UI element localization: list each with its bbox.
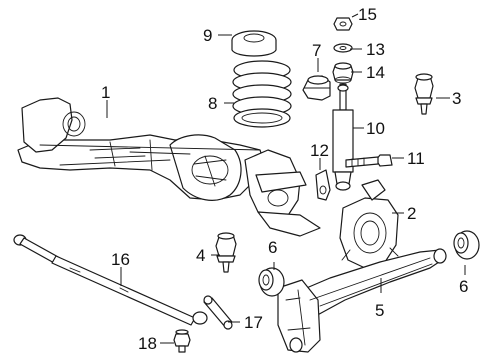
coil-spring [232,60,292,128]
nut [333,17,353,31]
lower-ball-joint [215,232,237,273]
spring-isolator [231,30,277,57]
axle-housing [17,97,321,237]
fastener-bolt [173,329,191,353]
callout-4: 4 [196,246,205,265]
callout-16: 16 [111,250,130,269]
callout-12: 12 [310,141,329,160]
callout-6-right: 6 [459,277,468,296]
callout-14: 14 [366,63,385,82]
shock-absorber [332,83,354,191]
washer [333,43,353,53]
control-arm-bushing-2 [453,230,480,260]
control-arm-bushing [258,267,285,297]
callout-numbers: 1 2 3 4 5 6 6 7 8 9 10 11 12 13 14 15 16… [101,5,468,353]
track-bar [13,234,208,326]
callout-8: 8 [208,94,217,113]
callout-6-left: 6 [268,238,277,257]
callout-17: 17 [244,313,263,332]
upper-ball-joint [414,73,434,115]
jounce-bumper [302,75,331,101]
stabilizer-link [203,295,233,330]
callout-3: 3 [452,89,461,108]
callout-10: 10 [366,119,385,138]
callout-1: 1 [101,83,110,102]
shock-bracket [315,169,331,201]
callout-11: 11 [407,149,425,168]
callout-18: 18 [138,334,157,353]
leader-lines [106,13,466,344]
callout-5: 5 [375,301,384,320]
callout-7: 7 [312,41,321,60]
callout-15: 15 [358,5,377,24]
shock-bolt [345,154,393,168]
callout-9: 9 [203,26,212,45]
steering-knuckle [339,179,399,269]
shock-mount-bushing [332,62,354,84]
callout-2: 2 [407,204,416,223]
lower-control-arm [277,248,447,353]
callout-13: 13 [366,40,385,59]
